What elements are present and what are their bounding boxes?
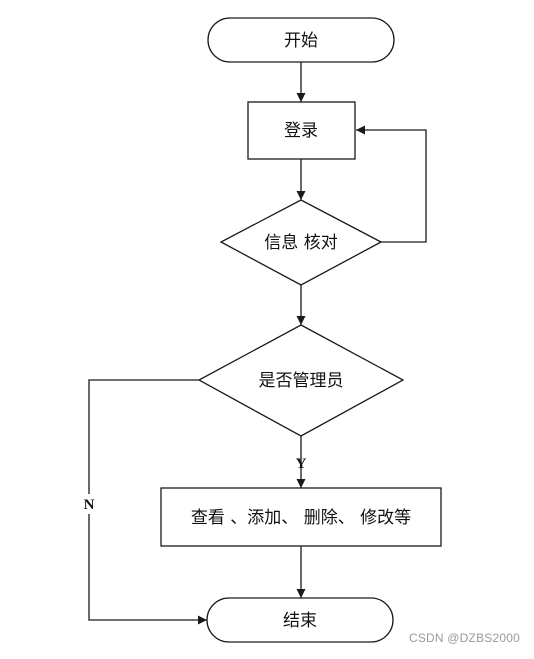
login-node: 登录	[247, 101, 356, 160]
verify-node: 信息 核对	[219, 199, 383, 286]
actions-label: 查看 、添加、 删除、 修改等	[191, 508, 411, 528]
actions-process-shape	[160, 487, 442, 547]
end-node: 结束	[206, 597, 394, 643]
watermark-text: CSDN @DZBS2000	[408, 631, 520, 645]
start-label: 开始	[284, 31, 318, 51]
edge-label-no-text: N	[84, 497, 95, 513]
admin-check-label: 是否管理员	[259, 371, 344, 391]
edge-verify-retry-loop	[356, 125, 427, 243]
admin-check-node: 是否管理员	[197, 324, 405, 437]
start-node: 开始	[207, 17, 395, 63]
edge-label-yes: Y	[296, 456, 307, 472]
edge-label-no-backdrop	[80, 494, 98, 514]
end-label: 结束	[283, 611, 317, 631]
end-terminal-shape	[206, 597, 394, 643]
login-label: 登录	[284, 121, 318, 141]
login-process-shape	[247, 101, 356, 160]
verify-label: 信息 核对	[264, 233, 337, 253]
actions-node: 查看 、添加、 删除、 修改等	[160, 487, 442, 547]
